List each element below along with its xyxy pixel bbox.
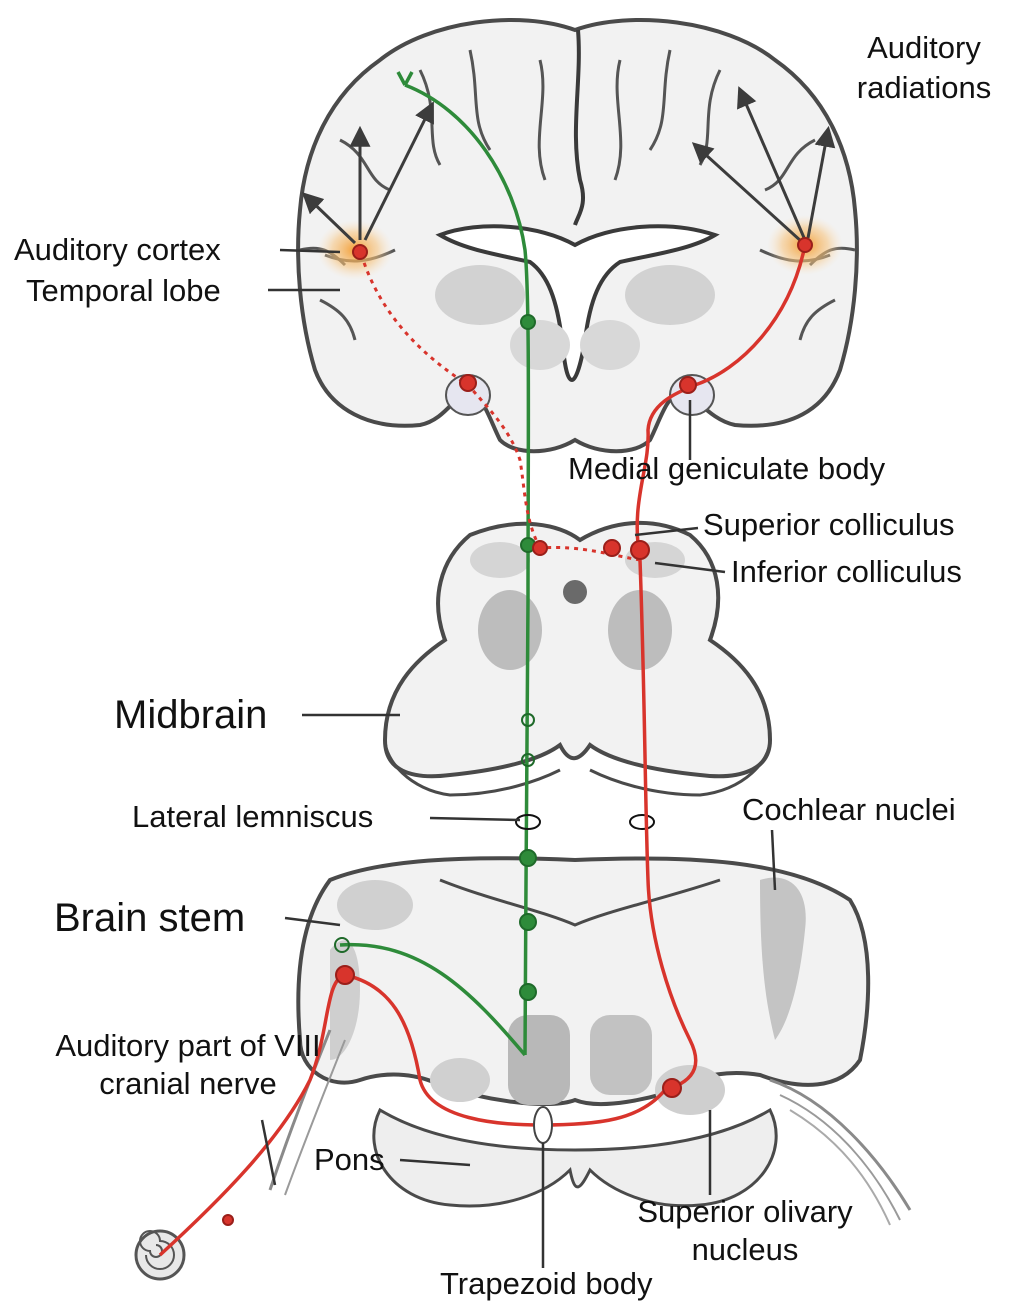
label-auditory-part-viii: Auditory part of VIII cranial nerve: [18, 1027, 358, 1103]
label-pons: Pons: [314, 1143, 385, 1177]
cerebrum-section: [298, 20, 857, 451]
label-auditory-cortex: Auditory cortex: [14, 233, 221, 267]
label-lateral-lemniscus: Lateral lemniscus: [132, 800, 373, 834]
label-temporal-lobe: Temporal lobe: [26, 274, 221, 308]
label-auditory-radiations: Auditory radiations: [838, 28, 1010, 108]
label-superior-olivary-nucleus: Superior olivary nucleus: [600, 1193, 890, 1269]
midbrain-outline: [385, 523, 770, 776]
label-inferior-colliculus: Inferior colliculus: [731, 555, 962, 589]
label-brain-stem: Brain stem: [54, 896, 245, 940]
midbrain-section: [385, 523, 770, 795]
label-trapezoid-body: Trapezoid body: [440, 1267, 653, 1301]
label-cochlear-nuclei: Cochlear nuclei: [742, 793, 956, 827]
label-superior-colliculus: Superior colliculus: [703, 508, 955, 542]
label-midbrain: Midbrain: [114, 693, 267, 737]
label-medial-geniculate-body: Medial geniculate body: [568, 452, 885, 486]
